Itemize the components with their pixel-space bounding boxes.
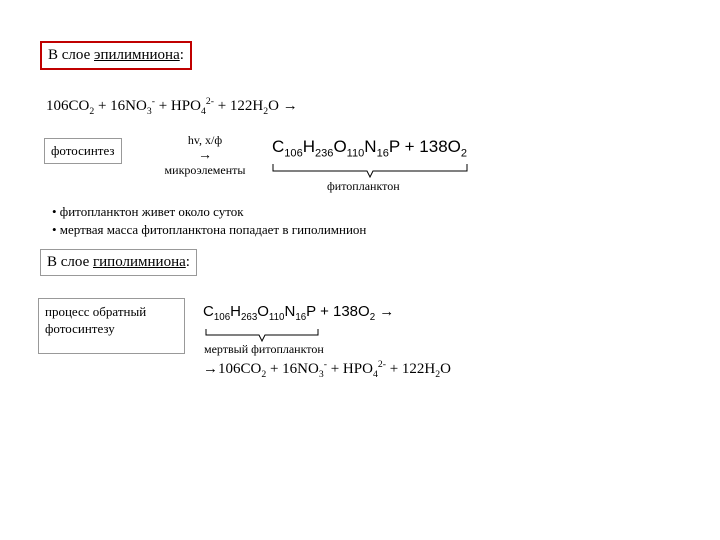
formula-subscript: 16: [376, 147, 389, 160]
reactant-caption: мертвый фитопланктон: [204, 342, 324, 356]
reverse-label-line2: фотосинтезу: [45, 321, 115, 336]
formula-subscript: 2: [89, 106, 95, 117]
formula-text: →106CO: [203, 361, 262, 377]
bullet-item: • фитопланктон живет около суток: [52, 204, 244, 219]
formula-text: P + 138O: [388, 137, 461, 156]
formula-text: + 16NO: [94, 98, 147, 114]
photosynthesis-equation: 106CO2 + 16NO3- + HPO42- + 122H2O →: [46, 96, 298, 117]
process-label-text: фотосинтез: [51, 143, 115, 158]
heading-suffix: :: [185, 254, 190, 270]
formula-text: N: [364, 137, 377, 156]
formula-text: O: [257, 303, 269, 320]
heading-layer-name: эпилимниона: [94, 47, 180, 63]
formula-subscript: 110: [268, 312, 285, 323]
hypolimnion-heading: В слое гиполимниона:: [40, 249, 197, 276]
formula-text: O: [440, 361, 451, 377]
formula-text: H: [302, 137, 315, 156]
formula-text: H: [230, 303, 241, 320]
decomposition-result: →106CO2 + 16NO3- + HPO42- + 122H2O: [203, 359, 451, 380]
heading-prefix: В слое: [48, 47, 94, 63]
formula-text: →: [375, 303, 395, 320]
photosynthesis-label: фотосинтез: [44, 138, 122, 164]
epilimnion-heading: В слое эпилимниона:: [40, 41, 192, 70]
formula-subscript: 2: [460, 147, 468, 160]
formula-text: N: [284, 303, 296, 320]
bullet-list: • фитопланктон живет около суток • мертв…: [52, 203, 366, 239]
formula-text: + 122H: [213, 98, 264, 114]
phytoplankton-formula: C106H236O110N16P + 138O2: [272, 137, 467, 159]
formula-subscript: 110: [346, 147, 365, 160]
formula-text: C: [203, 303, 214, 320]
formula-superscript: -: [323, 359, 327, 370]
formula-superscript: -: [151, 96, 155, 107]
heading-suffix: :: [179, 47, 184, 63]
formula-text: + 16NO: [266, 361, 319, 377]
product-brace: [272, 164, 468, 179]
reaction-arrow: →: [198, 148, 212, 163]
formula-subscript: 16: [295, 312, 307, 323]
heading-prefix: В слое: [47, 254, 93, 270]
heading-layer-name: гиполимниона: [93, 254, 186, 270]
reverse-process-label: процесс обратный фотосинтезу: [38, 298, 185, 354]
formula-subscript: 2: [261, 369, 267, 380]
formula-text: + 122H: [385, 361, 436, 377]
formula-text: C: [272, 137, 285, 156]
formula-subscript: 4: [372, 369, 378, 380]
formula-text: P + 138O: [306, 303, 370, 320]
reactant-brace: [205, 329, 319, 343]
formula-text: + HPO: [154, 98, 201, 114]
catalyst-group: hv, х/ф → микроэлементы: [150, 133, 260, 178]
formula-subscript: 3: [318, 369, 324, 380]
dead-phytoplankton-formula: C106H263O110N16P + 138O2 →: [203, 303, 394, 323]
formula-text: + HPO: [326, 361, 373, 377]
catalyst-microelements: микроэлементы: [164, 163, 246, 177]
formula-subscript: 3: [146, 106, 152, 117]
product-caption: фитопланктон: [327, 179, 400, 193]
formula-superscript: 2-: [205, 96, 214, 107]
formula-subscript: 106: [284, 147, 303, 160]
formula-subscript: 4: [200, 106, 206, 117]
formula-text: O: [333, 137, 347, 156]
formula-subscript: 106: [213, 312, 231, 323]
formula-text: 106CO: [46, 98, 90, 114]
catalyst-conditions: hv, х/ф: [187, 133, 223, 147]
bullet-item: • мертвая масса фитопланктона попадает в…: [52, 222, 367, 237]
formula-subscript: 2: [263, 106, 269, 117]
reverse-label-line1: процесс обратный: [45, 304, 147, 319]
formula-subscript: 2: [369, 312, 376, 323]
formula-text: O →: [268, 98, 298, 114]
formula-subscript: 2: [435, 369, 441, 380]
formula-subscript: 236: [315, 147, 334, 160]
formula-superscript: 2-: [377, 359, 386, 370]
formula-subscript: 263: [240, 312, 258, 323]
